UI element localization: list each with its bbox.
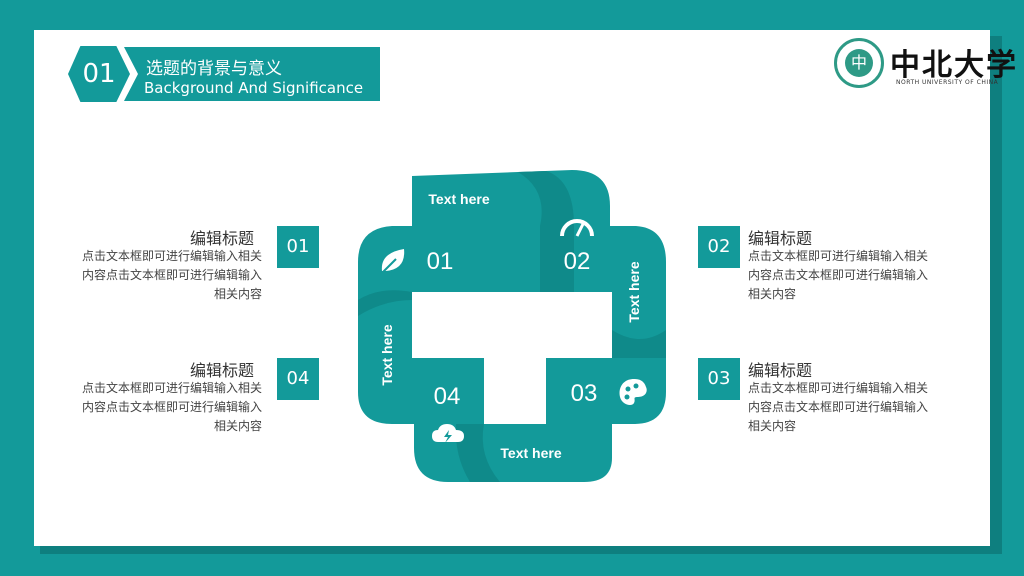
item-2-body: 点击文本框即可进行编辑输入相关内容点击文本框即可进行编辑输入相关内容 bbox=[748, 249, 929, 301]
segment-2-label: Text here bbox=[626, 261, 642, 322]
segment-1-label: Text here bbox=[428, 191, 489, 207]
item-4-body: 点击文本框即可进行编辑输入相关内容点击文本框即可进行编辑输入相关内容 bbox=[81, 381, 262, 433]
ribbon-bottom-left bbox=[414, 358, 484, 424]
item-3-title: 编辑标题 bbox=[748, 361, 813, 380]
cloud-lightning-icon bbox=[432, 424, 464, 443]
item-2-number: 02 bbox=[698, 226, 740, 268]
panel-shadow-bottom bbox=[40, 546, 1002, 554]
segment-4-label: Text here bbox=[379, 324, 395, 385]
item-1-number: 01 bbox=[277, 226, 319, 268]
segment-3-number: 03 bbox=[571, 380, 598, 407]
segment-3-label: Text here bbox=[500, 445, 561, 461]
item-2-title: 编辑标题 bbox=[748, 229, 813, 248]
item-4-number: 04 bbox=[277, 358, 319, 400]
university-logo-text: 中北大学 bbox=[890, 48, 1018, 83]
palette-icon bbox=[619, 379, 647, 405]
leaf-icon bbox=[381, 249, 405, 274]
section-title-cn: 选题的背景与意义 bbox=[146, 59, 282, 79]
segment-2-number: 02 bbox=[564, 248, 591, 275]
ribbon-bottom-fold bbox=[455, 424, 500, 482]
ribbon-bottom-right bbox=[546, 358, 666, 424]
section-title-box bbox=[124, 47, 380, 101]
item-3-body: 点击文本框即可进行编辑输入相关内容点击文本框即可进行编辑输入相关内容 bbox=[748, 381, 929, 433]
section-title-en: Background And Significance bbox=[144, 79, 364, 97]
section-number: 01 bbox=[82, 59, 116, 89]
segment-4-number: 04 bbox=[434, 383, 461, 410]
speedometer-icon bbox=[560, 219, 594, 237]
ribbon-right-fold bbox=[612, 330, 666, 362]
item-1-body: 点击文本框即可进行编辑输入相关内容点击文本框即可进行编辑输入相关内容 bbox=[81, 249, 262, 301]
ribbon-right bbox=[574, 226, 666, 358]
panel-shadow bbox=[990, 36, 1002, 552]
ribbon-left-fold bbox=[358, 290, 412, 316]
university-seal-icon bbox=[834, 38, 884, 88]
section-number-badge bbox=[68, 46, 130, 102]
item-1-title: 编辑标题 bbox=[190, 229, 255, 248]
ribbon-top-fold bbox=[518, 171, 574, 292]
university-logo-subtitle: NORTH UNIVERSITY OF CHINA bbox=[896, 79, 999, 86]
seal-glyph: 中 bbox=[845, 49, 873, 77]
ribbon-left bbox=[358, 226, 480, 424]
item-3-number: 03 bbox=[698, 358, 740, 400]
segment-1-number: 01 bbox=[427, 248, 454, 275]
ribbon-shapes bbox=[358, 170, 666, 482]
item-4-title: 编辑标题 bbox=[190, 361, 255, 380]
